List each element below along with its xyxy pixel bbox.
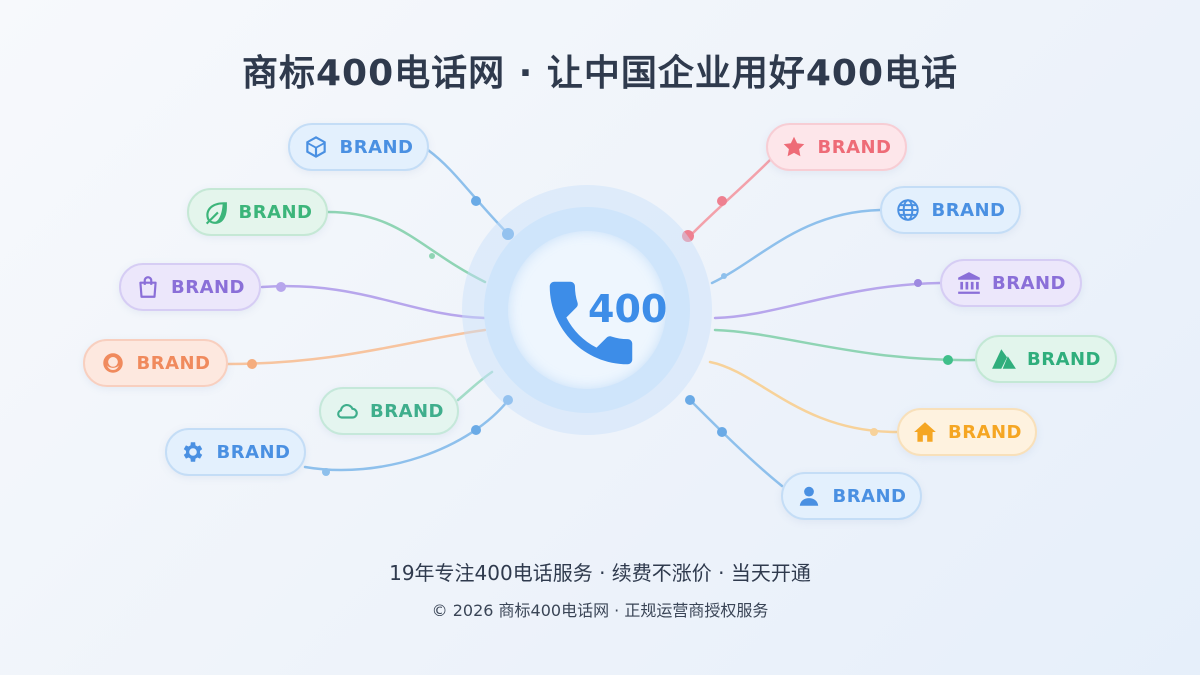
cloud-icon xyxy=(337,404,358,419)
brand-label: BRAND xyxy=(170,276,246,298)
brand-pill-left-1[interactable]: BRAND xyxy=(288,123,429,171)
phone-icon xyxy=(549,281,633,365)
globe-icon xyxy=(897,199,920,221)
user-icon xyxy=(800,486,819,506)
brand-pill-right-5[interactable]: BRAND xyxy=(897,408,1037,456)
brand-pill-left-3[interactable]: BRAND xyxy=(119,263,261,311)
bank-icon xyxy=(958,272,980,294)
mountain-icon xyxy=(992,349,1016,369)
connector-line-right-3 xyxy=(713,281,942,320)
brand-pill-right-2[interactable]: BRAND xyxy=(880,186,1021,234)
brand-pill-right-6[interactable]: BRAND xyxy=(781,472,922,520)
brand-pill-left-5[interactable]: BRAND xyxy=(319,387,459,435)
connector-line-right-2 xyxy=(710,208,882,285)
brand-pill-left-4[interactable]: BRAND xyxy=(83,339,228,387)
connector-line-left-3 xyxy=(260,284,487,320)
connector-dots xyxy=(247,196,953,476)
brand-pill-right-1[interactable]: BRAND xyxy=(766,123,907,171)
footer-copyright: © 2026 商标400电话网 · 正规运营商授权服务 xyxy=(431,601,769,620)
ring-icon xyxy=(103,353,124,373)
connector-line-right-5 xyxy=(708,360,899,434)
brand-label: BRAND xyxy=(1026,348,1102,370)
brand-label: BRAND xyxy=(931,199,1006,221)
leaf-icon xyxy=(206,202,228,225)
page-title: 商标400电话网 · 让中国企业用好400电话 xyxy=(241,53,959,94)
connector-line-right-1 xyxy=(684,158,772,242)
brand-pill-left-2[interactable]: BRAND xyxy=(187,188,328,236)
connector-line-left-6 xyxy=(303,396,512,472)
brand-label: BRAND xyxy=(832,485,907,507)
star-icon xyxy=(784,136,805,157)
brand-pill-right-3[interactable]: BRAND xyxy=(940,259,1082,307)
connector-line-left-4 xyxy=(226,328,487,366)
bag-icon xyxy=(139,276,157,298)
brand-label: BRAND xyxy=(339,136,414,158)
gear-icon xyxy=(184,442,203,462)
brand-label: BRAND xyxy=(216,441,291,463)
brand-label: BRAND xyxy=(238,201,313,223)
brand-pill-left-6[interactable]: BRAND xyxy=(165,428,306,476)
brand-label: BRAND xyxy=(991,272,1067,294)
connector-line-right-6 xyxy=(686,396,784,488)
brand-pill-right-4[interactable]: BRAND xyxy=(975,335,1117,383)
brand-label: BRAND xyxy=(369,400,445,422)
brand-label: BRAND xyxy=(136,352,211,374)
connector-line-left-2 xyxy=(326,210,487,284)
home-icon xyxy=(914,422,936,442)
connector-line-left-5 xyxy=(456,370,494,402)
connector-line-right-4 xyxy=(713,328,977,362)
connector-line-left-1 xyxy=(426,148,512,238)
cube-icon xyxy=(306,136,327,158)
tagline: 19年专注400电话服务 · 续费不涨价 · 当天开通 xyxy=(389,561,811,585)
hub-number: 400 xyxy=(588,287,668,331)
brand-label: BRAND xyxy=(817,136,892,158)
hub-core xyxy=(508,231,666,389)
brand-label: BRAND xyxy=(947,421,1023,443)
